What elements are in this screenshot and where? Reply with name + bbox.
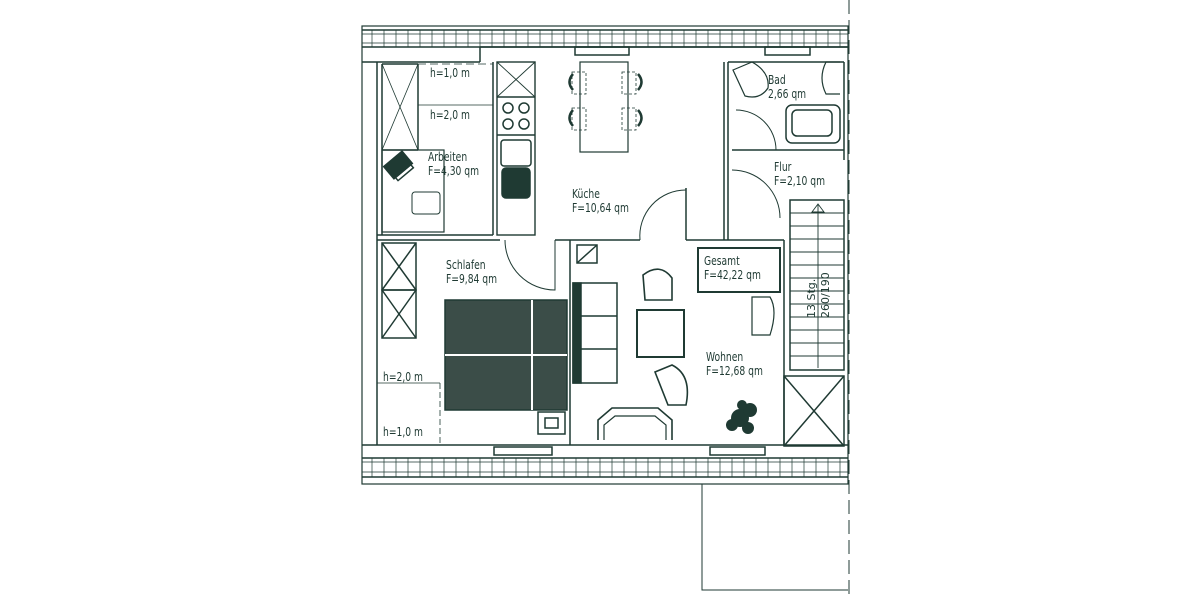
room-wohnen-name: Wohnen — [706, 350, 744, 364]
room-flur-name: Flur — [774, 160, 792, 174]
height-label-top-2: h=2,0 m — [430, 108, 470, 122]
outer-boundary — [361, 25, 849, 485]
room-bad-name: Bad — [768, 73, 786, 87]
height-label-bottom-1: h=1,0 m — [383, 425, 423, 439]
height-label-bottom-2: h=2,0 m — [383, 370, 423, 384]
stairs-steps-label: 13 Stg. — [805, 278, 818, 318]
height-label-top-1: h=1,0 m — [430, 66, 470, 80]
room-kueche-name: Küche — [572, 187, 600, 201]
room-schlafen-name: Schlafen — [446, 258, 486, 272]
room-flur-area: F=2,10 qm — [774, 174, 826, 188]
total-area-label: Gesamt — [704, 254, 740, 268]
room-schlafen-area: F=9,84 qm — [446, 272, 498, 286]
roof-hatch-top — [362, 29, 848, 48]
total-area-value: F=42,22 qm — [704, 268, 761, 282]
room-arbeiten-area: F=4,30 qm — [428, 164, 480, 178]
stairs-dims-label: 260/190 — [819, 272, 832, 318]
room-arbeiten-name: Arbeiten — [428, 150, 468, 164]
roof-hatch-bottom — [362, 457, 848, 478]
room-kueche-area: F=10,64 qm — [572, 201, 629, 215]
room-wohnen-area: F=12,68 qm — [706, 364, 763, 378]
room-bad-area: 2,66 qm — [768, 87, 807, 101]
plant-icon — [726, 400, 757, 434]
